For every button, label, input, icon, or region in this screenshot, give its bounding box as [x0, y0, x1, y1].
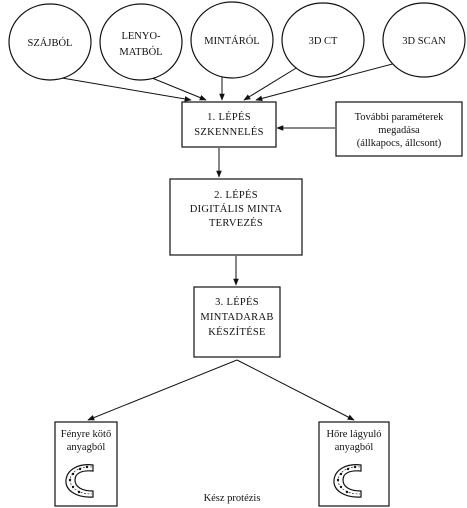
- source-label: MINTÁRÓL: [204, 35, 259, 47]
- source-scan3d: 3D SCAN: [382, 2, 466, 78]
- step3-box: 3. LÉPÉS MINTADARAB KÉSZÍTÉSE: [193, 286, 281, 358]
- arrow-lenyomatbol-to-step1: [151, 77, 207, 101]
- arrow-scan3d-to-step1: [255, 61, 401, 102]
- source-label: 3D CT: [309, 36, 338, 47]
- step3-label: KÉSZÍTÉSE: [208, 326, 266, 338]
- params-label: megadása: [378, 125, 420, 136]
- step1-box: 1. LÉPÉS SZKENNELÉS: [181, 101, 277, 148]
- denture-arch-icon: [65, 464, 94, 498]
- params-label: (állkapocs, állcsont): [357, 138, 442, 149]
- source-szajbol: SZÁJBÓL: [8, 3, 92, 81]
- source-label: 3D SCAN: [402, 36, 446, 47]
- params-label: További paraméterek: [355, 112, 445, 123]
- source-label: LENYO-: [121, 31, 161, 42]
- output-light-label: anyagból: [67, 442, 106, 453]
- step3-label: 3. LÉPÉS: [215, 296, 259, 308]
- denture-arch-icon: [333, 464, 362, 498]
- source-label: SZÁJBÓL: [28, 37, 73, 49]
- output-heat-label: anyagból: [335, 442, 374, 453]
- arrow-szajbol-to-step1: [61, 77, 192, 102]
- output-light-box: Fényre kötő anyagból: [54, 421, 118, 507]
- step1-label: 1. LÉPÉS: [207, 111, 251, 123]
- step3-label: MINTADARAB: [200, 312, 273, 323]
- arrow-step3-to-heat: [236, 359, 355, 421]
- arrow-step3-to-light: [87, 359, 238, 421]
- step2-box: 2. LÉPÉS DIGITÁLIS MINTA TERVEZÉS: [169, 178, 303, 256]
- step2-label: TERVEZÉS: [209, 217, 263, 229]
- params-box: További paraméterek megadása (állkapocs,…: [335, 101, 463, 157]
- source-lenyomatbol: LENYO- MATBÓL: [99, 3, 183, 81]
- source-mintarol: MINTÁRÓL: [190, 1, 274, 79]
- output-heat-label: Hőre lágyuló: [326, 429, 381, 440]
- output-heat-box: Hőre lágyuló anyagból: [318, 421, 390, 507]
- step1-label: SZKENNELÉS: [194, 126, 264, 138]
- source-label: MATBÓL: [119, 46, 162, 58]
- final-label: Kész protézis: [204, 493, 261, 504]
- source-nodes: SZÁJBÓL LENYO- MATBÓL MINTÁRÓL 3D CT 3D …: [8, 1, 466, 81]
- output-light-label: Fényre kötő: [61, 429, 111, 440]
- step2-label: 2. LÉPÉS: [214, 189, 258, 201]
- step2-label: DIGITÁLIS MINTA: [190, 203, 283, 215]
- source-ct3d: 3D CT: [281, 2, 365, 78]
